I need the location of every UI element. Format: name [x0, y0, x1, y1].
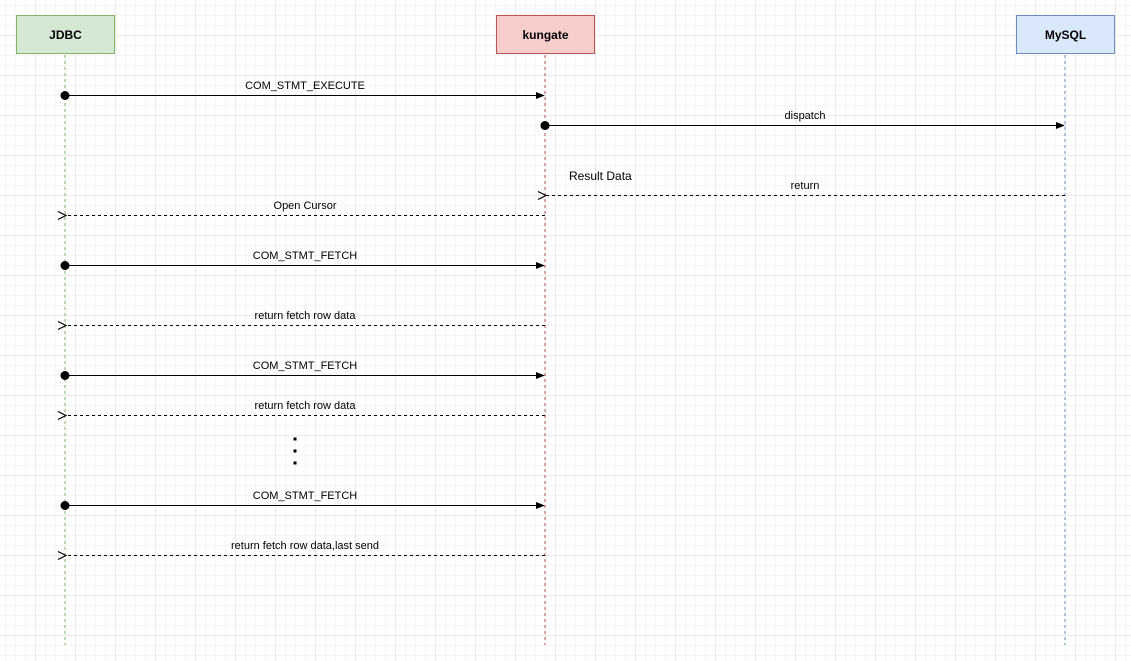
continuation-ellipsis — [293, 437, 297, 465]
message-label-return-fetch-row-data-2: return fetch row data — [254, 400, 356, 412]
message-start-dot-4 — [60, 261, 70, 270]
actor-jdbc: JDBC — [16, 15, 115, 54]
actor-kungate: kungate — [496, 15, 595, 54]
note-result-data: Result Data — [569, 169, 632, 183]
ellipsis-dot — [293, 437, 297, 441]
message-label-return-fetch-row-data-1: return fetch row data — [254, 310, 356, 322]
actor-kungate-label: kungate — [522, 27, 569, 42]
message-start-dot-1 — [540, 121, 550, 130]
message-label-return-fetch-row-data-last-send: return fetch row data,last send — [231, 540, 379, 552]
message-start-dot-6 — [60, 371, 70, 380]
message-start-dot-8 — [60, 501, 70, 510]
actor-mysql: MySQL — [1016, 15, 1115, 54]
actor-mysql-label: MySQL — [1044, 27, 1087, 42]
message-label-com-stmt-execute: COM_STMT_EXECUTE — [245, 80, 365, 92]
ellipsis-dot — [293, 461, 297, 465]
message-label-return: return — [790, 180, 820, 192]
actor-jdbc-label: JDBC — [49, 27, 82, 42]
message-label-dispatch: dispatch — [784, 110, 826, 122]
ellipsis-dot — [293, 449, 297, 453]
message-label-com-stmt-fetch-3: COM_STMT_FETCH — [252, 490, 358, 502]
message-label-com-stmt-fetch-1: COM_STMT_FETCH — [252, 250, 358, 262]
message-label-open-cursor: Open Cursor — [273, 200, 337, 212]
message-label-com-stmt-fetch-2: COM_STMT_FETCH — [252, 360, 358, 372]
message-start-dot-0 — [60, 91, 70, 100]
